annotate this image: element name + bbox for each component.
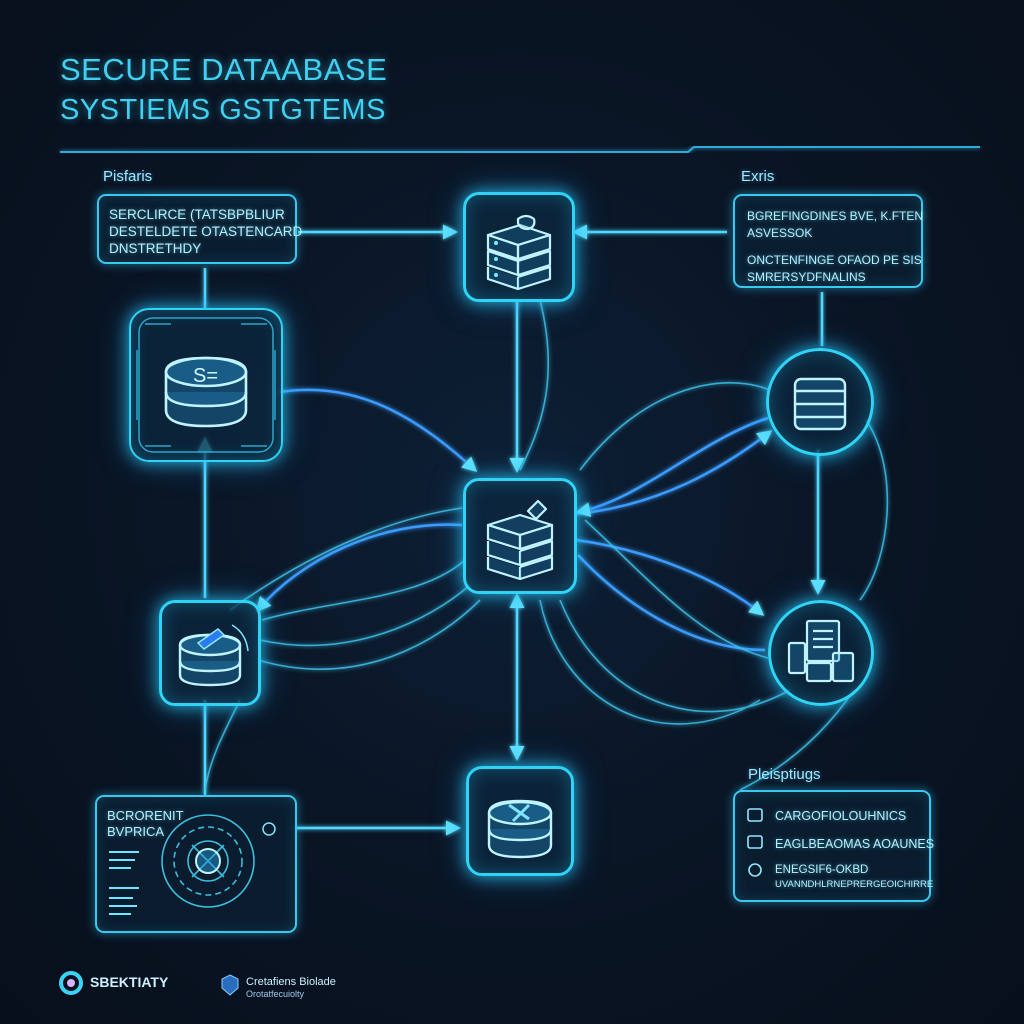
- label-top-right: Exris: [741, 168, 775, 185]
- document-stack-icon: [787, 619, 855, 683]
- panel-line: EAGLBEAOMAS AOAUNES: [775, 837, 935, 851]
- list-icons: [747, 808, 763, 877]
- panel-line: SERCLIRCE (TATSBPBLIUR: [109, 207, 285, 222]
- curve-11: [739, 689, 855, 791]
- panel-title-line: BCRORENIT: [107, 808, 184, 823]
- curve-5: [519, 299, 550, 471]
- server-node-center[interactable]: [463, 478, 577, 594]
- database-stack-icon: [793, 377, 847, 431]
- curve-8: [539, 599, 761, 725]
- curve-1: [261, 559, 466, 621]
- panel-line: ENEGSIF6-OKBD: [775, 864, 869, 876]
- footer-tagline-sub: Orotatfecuiolty: [246, 989, 305, 999]
- info-panel-bottom-right: CARGOFIOLOUHNICS EAGLBEAOMAS AOAUNES ENE…: [733, 790, 935, 902]
- panel-line: UVANNDHLRNEPRERGEOICHIRRE: [775, 879, 934, 890]
- db-label: S=: [193, 365, 218, 387]
- database-secure-icon: [487, 799, 553, 859]
- shield-icon: [221, 974, 239, 996]
- header-divider: [60, 146, 980, 153]
- panel-line: ASVESSOK: [747, 226, 813, 240]
- document-node-right[interactable]: [768, 600, 874, 706]
- chip-frame-icon: S=: [136, 317, 276, 453]
- info-panel-top-left: SERCLIRCE (TATSBPBLIUR DESTELDETE OTASTE…: [97, 194, 303, 264]
- curve-7: [559, 599, 791, 713]
- curve-10: [859, 419, 889, 601]
- brand-name: SBEKTIATY: [90, 974, 169, 990]
- panel-line: CARGOFIOLOUHNICS: [775, 809, 907, 823]
- curve-3: [257, 599, 481, 670]
- connector-center-leftmid: [256, 523, 463, 613]
- curve-6: [579, 382, 771, 471]
- dashboard-panel-bottom-left: BCRORENIT BVPRICA: [95, 795, 297, 933]
- database-node-right[interactable]: [766, 348, 874, 456]
- database-edit-icon: [178, 624, 249, 687]
- database-node-left-mid[interactable]: [159, 600, 261, 706]
- panel-line: DESTELDETE OTASTENCARD: [109, 224, 303, 239]
- connector-center-rightcircle: [575, 430, 773, 516]
- database-node-left[interactable]: S=: [129, 308, 283, 462]
- page-title: SECURE DATAABASE: [60, 52, 388, 87]
- server-node-top[interactable]: [463, 192, 575, 302]
- panel-line: BGREFINGDINES BVE, K.FTEN: [747, 209, 924, 223]
- curve-12: [204, 699, 241, 791]
- database-node-bottom[interactable]: [466, 766, 574, 876]
- panel-title-line: BVPRICA: [107, 824, 165, 839]
- brand-logo-icon: [59, 971, 83, 995]
- info-panel-top-right: BGREFINGDINES BVE, K.FTEN ASVESSOK ONCTE…: [733, 194, 923, 288]
- curve-9: [584, 519, 769, 659]
- connector-rightcircle-center: [575, 416, 769, 518]
- server-stack-icon: [486, 499, 554, 581]
- label-top-left: Pisfaris: [103, 168, 153, 185]
- panel-line: SMRERSYDFNALINS: [747, 270, 866, 284]
- radar-gauge-icon: [109, 814, 276, 915]
- page-subtitle: SYSTIEMS GSTGTEMS: [60, 94, 386, 126]
- connector-center-rightlower: [575, 538, 765, 616]
- panel-line: DNSTRETHDY: [109, 241, 202, 256]
- connector-rightlower-center: [577, 554, 766, 652]
- curve-2: [259, 584, 471, 647]
- curve-4: [229, 507, 463, 611]
- panel-line: ONCTENFINGE OFAOD PE SIS: [747, 253, 922, 267]
- label-bottom-right: Pleisptiugs: [748, 766, 821, 783]
- server-rack-icon: [486, 214, 552, 291]
- connector-lefttop-center: [279, 388, 478, 473]
- footer-tagline: Cretafiens Biolade: [246, 976, 336, 988]
